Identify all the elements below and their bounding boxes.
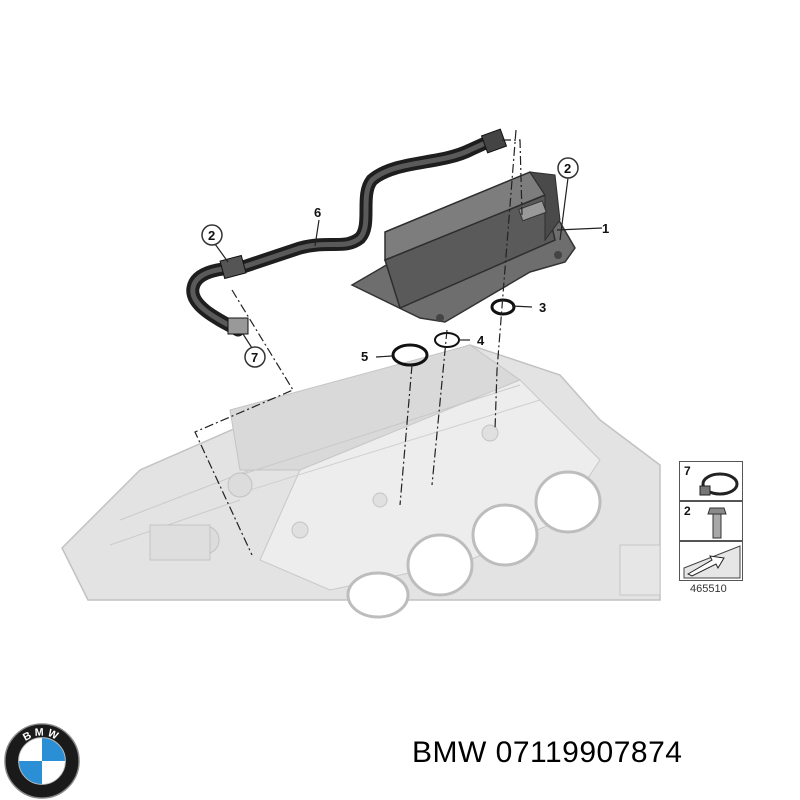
legend-item-clamp: 7 <box>679 461 743 501</box>
oil-cooler <box>350 171 576 323</box>
diagram-reference-number: 465510 <box>690 583 727 595</box>
callout-circle-2b <box>557 157 579 179</box>
engine-block <box>61 344 661 619</box>
callout-circle-7 <box>244 346 266 368</box>
callout-6: 6 <box>314 205 321 220</box>
callout-7: 7 <box>251 350 258 365</box>
bolt-icon <box>707 507 727 539</box>
logo-letters: BMW <box>21 726 60 743</box>
part-number: 07119907874 <box>495 736 683 769</box>
legend-item-direction <box>679 541 743 581</box>
coolant-hose <box>186 128 508 337</box>
callout-5: 5 <box>361 349 368 364</box>
callout-1: 1 <box>602 221 609 236</box>
hose-clamp-icon <box>699 472 739 496</box>
o-ring-3 <box>490 298 516 316</box>
direction-arrow-icon <box>683 545 741 579</box>
callout-circle-2a <box>201 224 223 246</box>
assembly-lines <box>194 129 523 556</box>
leader-lines <box>214 177 603 358</box>
callout-2b: 2 <box>564 161 571 176</box>
callout-3: 3 <box>539 300 546 315</box>
svg-text:BMW: BMW <box>21 726 63 743</box>
brand-name: BMW <box>412 736 487 769</box>
legend-label-7: 7 <box>684 464 691 478</box>
part-caption: BMW 07119907874 <box>412 736 682 770</box>
o-ring-5 <box>391 343 429 367</box>
bmw-logo: BMW <box>4 723 80 799</box>
legend-item-bolt: 2 <box>679 501 743 541</box>
callout-4: 4 <box>477 333 485 348</box>
legend-label-2: 2 <box>684 504 691 518</box>
callout-2a: 2 <box>208 228 215 243</box>
